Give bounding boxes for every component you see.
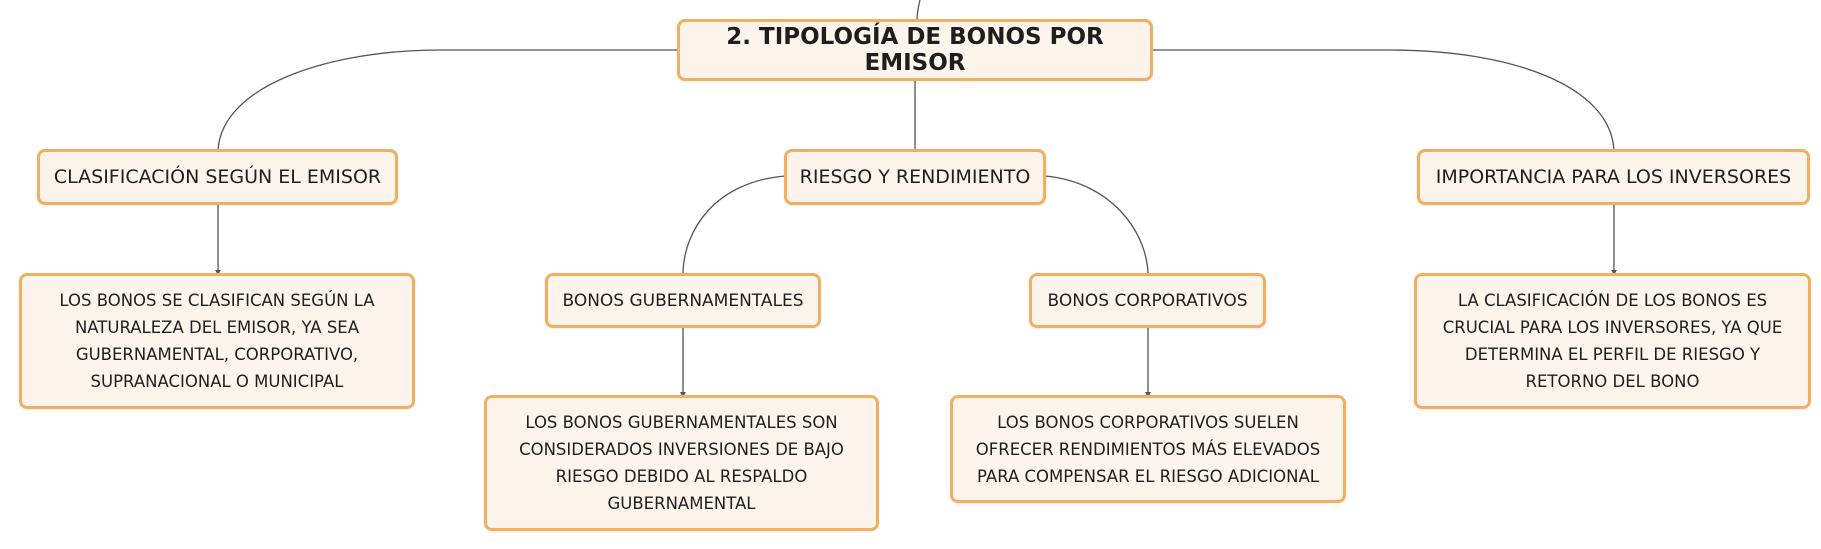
sub-node-gubernamentales[interactable]: BONOS GUBERNAMENTALES xyxy=(545,273,821,328)
sub-label-corporativos: BONOS CORPORATIVOS xyxy=(1047,290,1248,311)
arrowhead-gubernamentales-detail xyxy=(680,392,686,397)
connector-riesgo-gubernamentales xyxy=(682,175,786,274)
sub-node-corporativos[interactable]: BONOS CORPORATIVOS xyxy=(1029,273,1266,328)
connector-root-clasificacion xyxy=(217,49,678,151)
connector-root-importancia xyxy=(1153,49,1615,151)
branch-label-riesgo: RIESGO Y RENDIMIENTO xyxy=(799,166,1031,188)
arrowhead-corporativos-detail xyxy=(1145,392,1151,397)
detail-text-corporativos: LOS BONOS CORPORATIVOS SUELEN OFRECER RE… xyxy=(975,412,1321,486)
arrowhead-importancia-detail xyxy=(1611,270,1617,275)
branch-label-importancia: IMPORTANCIA PARA LOS INVERSORES xyxy=(1435,166,1792,188)
root-node[interactable]: 2. TIPOLOGÍA DE BONOS POR EMISOR xyxy=(677,19,1153,81)
detail-text-importancia: LA CLASIFICACIÓN DE LOS BONOS ES CRUCIAL… xyxy=(1442,291,1783,391)
branch-node-clasificacion[interactable]: CLASIFICACIÓN SEGÚN EL EMISOR xyxy=(37,149,398,205)
detail-node-importancia[interactable]: LA CLASIFICACIÓN DE LOS BONOS ES CRUCIAL… xyxy=(1414,273,1811,409)
connector-riesgo-corporativos xyxy=(1044,175,1149,274)
detail-node-corporativos[interactable]: LOS BONOS CORPORATIVOS SUELEN OFRECER RE… xyxy=(950,395,1346,503)
connector-root-incoming xyxy=(916,0,921,21)
sub-label-gubernamentales: BONOS GUBERNAMENTALES xyxy=(562,290,804,311)
detail-text-gubernamentales: LOS BONOS GUBERNAMENTALES SON CONSIDERAD… xyxy=(519,413,844,513)
branch-label-clasificacion: CLASIFICACIÓN SEGÚN EL EMISOR xyxy=(53,166,382,188)
detail-text-clasificacion: LOS BONOS SE CLASIFICAN SEGÚN LA NATURAL… xyxy=(59,291,375,391)
arrowhead-clasificacion-detail xyxy=(215,270,221,275)
detail-node-gubernamentales[interactable]: LOS BONOS GUBERNAMENTALES SON CONSIDERAD… xyxy=(484,395,879,531)
root-label: 2. TIPOLOGÍA DE BONOS POR EMISOR xyxy=(726,24,1104,76)
branch-node-importancia[interactable]: IMPORTANCIA PARA LOS INVERSORES xyxy=(1417,149,1810,205)
detail-node-clasificacion[interactable]: LOS BONOS SE CLASIFICAN SEGÚN LA NATURAL… xyxy=(19,273,415,409)
branch-node-riesgo[interactable]: RIESGO Y RENDIMIENTO xyxy=(784,149,1046,205)
